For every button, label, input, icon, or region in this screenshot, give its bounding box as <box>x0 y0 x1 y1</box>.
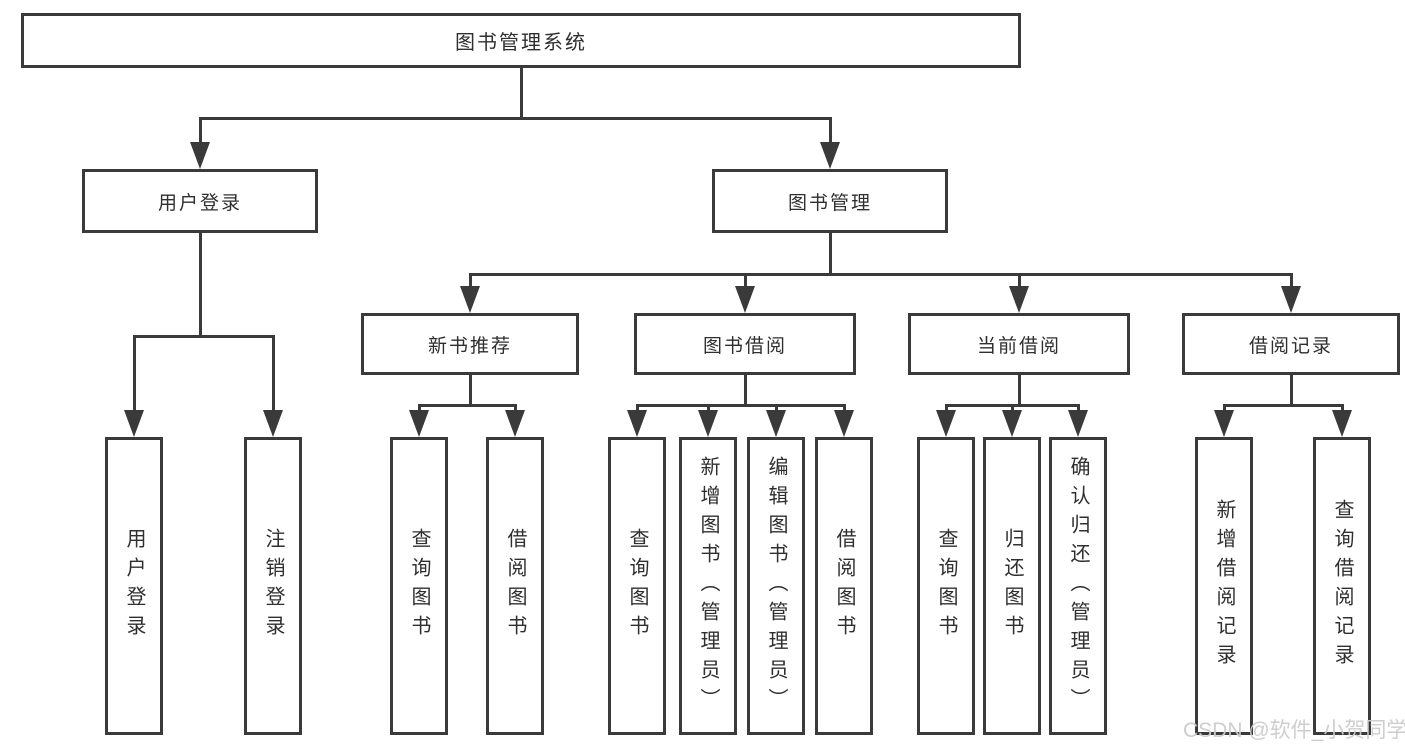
arrow-down-icon <box>124 410 144 437</box>
connector-line <box>744 375 747 406</box>
connector-line <box>514 404 517 414</box>
node-leaf-borrow-books: 借阅图书 <box>815 437 873 735</box>
connector-line <box>1018 273 1021 289</box>
connector-line <box>843 404 846 414</box>
node-label: 图书管理系统 <box>455 32 587 54</box>
connector-line <box>1290 375 1293 406</box>
connector-line <box>418 404 421 414</box>
node-root-library-system: 图书管理系统 <box>21 13 1021 68</box>
connector-line <box>1341 404 1344 414</box>
connector-line <box>520 68 523 119</box>
connector-line <box>1290 273 1293 289</box>
connector-line <box>1018 375 1021 406</box>
connector-line <box>199 117 202 146</box>
arrow-down-icon <box>460 286 480 313</box>
node-label: 当前借阅 <box>976 335 1061 357</box>
node-current-borrowing: 当前借阅 <box>908 313 1130 375</box>
node-label: 用户登录 <box>157 192 242 214</box>
arrow-down-icon <box>1002 410 1022 437</box>
arrow-down-icon <box>1332 410 1352 437</box>
node-leaf-borrow-books: 借阅图书 <box>486 437 544 735</box>
arrow-down-icon <box>263 410 283 437</box>
csdn-watermark: CSDN @软件_小贺同学 <box>1183 719 1405 742</box>
connector-line <box>199 233 202 337</box>
connector-line <box>636 404 639 414</box>
connector-line <box>469 273 472 289</box>
node-label: 用户登录 <box>123 528 145 644</box>
node-leaf-query-books: 查询图书 <box>917 437 975 735</box>
node-label: 查询借阅记录 <box>1331 499 1353 673</box>
connector-line <box>1223 404 1226 414</box>
connector-line <box>829 233 832 275</box>
node-label: 归还图书 <box>1001 528 1023 644</box>
arrow-down-icon <box>409 410 429 437</box>
node-label: 新书推荐 <box>427 335 512 357</box>
arrow-down-icon <box>766 410 786 437</box>
connector-line <box>418 404 517 407</box>
connector-line <box>744 273 747 289</box>
arrow-down-icon <box>1009 286 1029 313</box>
connector-line <box>636 404 846 407</box>
node-label: 图书管理 <box>787 192 872 214</box>
node-label: 借阅图书 <box>504 528 526 644</box>
node-label: 注销登录 <box>262 528 284 644</box>
node-label: 查询图书 <box>935 528 957 644</box>
node-label: 查询图书 <box>626 528 648 644</box>
connector-line <box>829 117 832 146</box>
node-leaf-query-borrow-record: 查询借阅记录 <box>1313 437 1371 735</box>
arrow-down-icon <box>1214 410 1234 437</box>
node-leaf-query-books: 查询图书 <box>390 437 448 735</box>
arrow-down-icon <box>505 410 525 437</box>
node-label: 借阅记录 <box>1248 335 1333 357</box>
node-book-management: 图书管理 <box>712 169 948 233</box>
connector-line <box>469 375 472 406</box>
node-new-book-recommendation: 新书推荐 <box>361 313 579 375</box>
arrow-down-icon <box>834 410 854 437</box>
connector-line <box>945 404 948 414</box>
node-leaf-user-login: 用户登录 <box>105 437 163 735</box>
connector-line <box>1077 404 1080 414</box>
node-user-login: 用户登录 <box>82 169 318 233</box>
node-leaf-return-books: 归还图书 <box>983 437 1041 735</box>
arrow-down-icon <box>190 142 210 169</box>
node-leaf-add-borrow-record: 新增借阅记录 <box>1195 437 1253 735</box>
arrow-down-icon <box>820 142 840 169</box>
connector-line <box>199 117 832 120</box>
node-leaf-query-books: 查询图书 <box>608 437 666 735</box>
node-leaf-logout: 注销登录 <box>244 437 302 735</box>
node-label: 查询图书 <box>408 528 430 644</box>
node-label: 图书借阅 <box>702 335 787 357</box>
node-label: 新增借阅记录 <box>1213 499 1235 673</box>
node-label: 新增图书（管理员） <box>697 455 719 717</box>
arrow-down-icon <box>1281 286 1301 313</box>
node-label: 确认归还（管理员） <box>1067 455 1089 717</box>
connector-line <box>1011 404 1014 414</box>
node-label: 借阅图书 <box>833 528 855 644</box>
connector-line <box>133 335 136 412</box>
node-leaf-add-books-admin: 新增图书（管理员） <box>679 437 737 735</box>
connector-line <box>775 404 778 414</box>
arrow-down-icon <box>698 410 718 437</box>
connector-line <box>469 273 1293 276</box>
node-borrowing-records: 借阅记录 <box>1182 313 1400 375</box>
arrow-down-icon <box>735 286 755 313</box>
node-book-borrowing: 图书借阅 <box>634 313 856 375</box>
node-leaf-confirm-return-admin: 确认归还（管理员） <box>1049 437 1107 735</box>
connector-line <box>133 335 275 338</box>
connector-line <box>272 335 275 412</box>
arrow-down-icon <box>627 410 647 437</box>
connector-line <box>1223 404 1344 407</box>
arrow-down-icon <box>936 410 956 437</box>
connector-line <box>707 404 710 414</box>
arrow-down-icon <box>1068 410 1088 437</box>
node-leaf-edit-books-admin: 编辑图书（管理员） <box>747 437 805 735</box>
node-label: 编辑图书（管理员） <box>765 455 787 717</box>
